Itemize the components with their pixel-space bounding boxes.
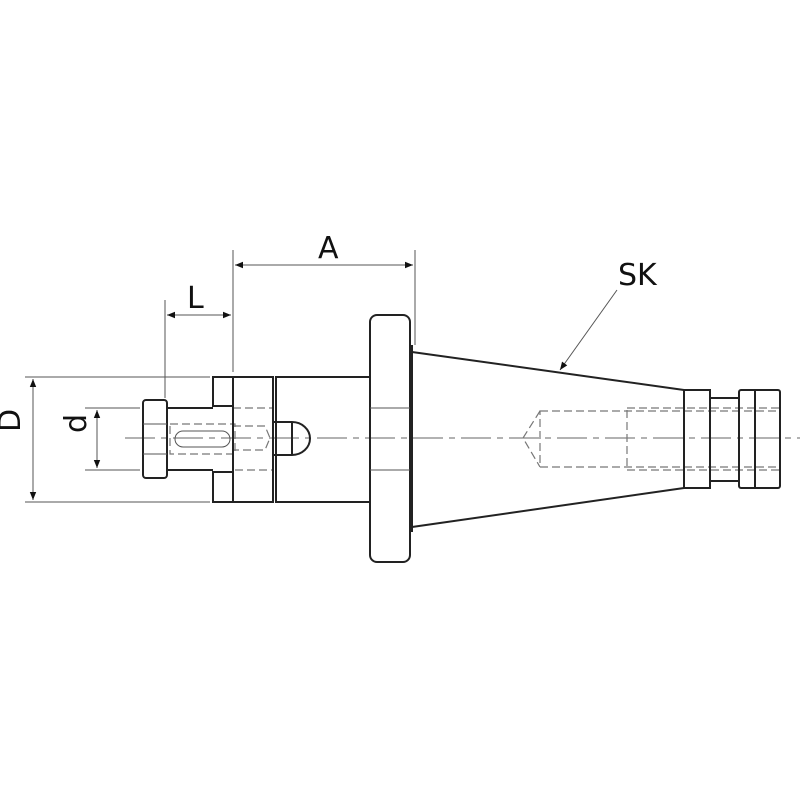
dimension-lines [25, 250, 618, 503]
retention-knob [683, 389, 781, 489]
taper [411, 351, 781, 528]
button [273, 421, 311, 456]
taper-label-sk: SK [618, 258, 658, 293]
dimension-label-d-outer: D [0, 409, 28, 432]
arbor-nut [142, 399, 168, 479]
dimension-label-a: A [318, 231, 339, 266]
key-ring [232, 376, 274, 503]
body [275, 376, 371, 503]
dimension-label-d-inner: d [59, 414, 94, 433]
dimension-label-l: L [187, 281, 204, 316]
flange [369, 314, 413, 563]
arbor-shaft [167, 407, 274, 471]
